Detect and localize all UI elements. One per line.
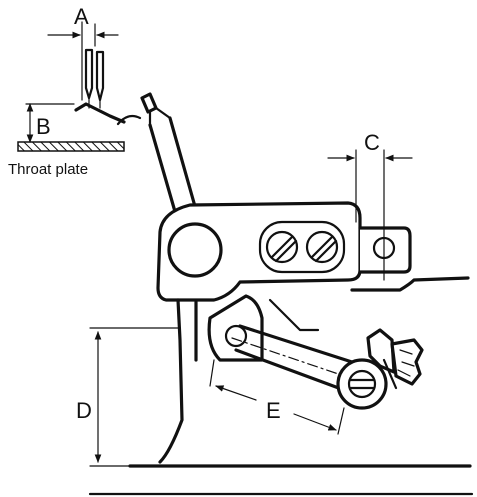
dimension-b: B — [25, 103, 75, 143]
looper-shaft-circle — [167, 222, 223, 278]
screw-left — [265, 230, 299, 264]
looper-neck — [148, 106, 172, 127]
rod-top-edge — [238, 324, 354, 364]
dimension-d: D — [76, 327, 181, 467]
right-crank — [336, 328, 424, 410]
screw-right-slot-2 — [314, 239, 338, 263]
throat-plate — [17, 141, 125, 152]
screw-left-slot — [270, 235, 294, 259]
dimension-c: C — [327, 130, 413, 281]
screw-left-slot-2 — [274, 239, 298, 263]
label-b: B — [36, 114, 51, 139]
screw-plate — [258, 220, 346, 274]
support-left — [158, 298, 184, 464]
label-e: E — [266, 398, 281, 423]
looper-tip — [74, 102, 126, 124]
label-a: A — [74, 4, 89, 29]
dimension-a: A — [47, 4, 119, 101]
throat-plate-label: Throat plate — [8, 161, 88, 178]
dimension-e: E — [209, 359, 345, 435]
rod-left-eye — [224, 324, 248, 348]
looper-arm-left-edge — [148, 123, 180, 224]
looper-top — [140, 92, 158, 114]
rod-bottom-edge — [234, 348, 346, 392]
screw-right — [305, 230, 339, 264]
label-d: D — [76, 398, 92, 423]
label-c: C — [364, 130, 380, 155]
right-needle — [95, 50, 105, 109]
screw-right-slot — [310, 235, 334, 259]
needle-inset: A B Throat plate — [8, 4, 142, 178]
holder-extension — [358, 226, 412, 274]
frame-right — [350, 276, 470, 292]
looper-hook — [116, 114, 142, 126]
left-needle — [84, 48, 94, 109]
looper-arm-right-edge — [168, 116, 198, 212]
looper-mechanism: C — [76, 92, 474, 496]
crank-eye — [347, 369, 377, 399]
bracket-lower — [268, 298, 320, 332]
